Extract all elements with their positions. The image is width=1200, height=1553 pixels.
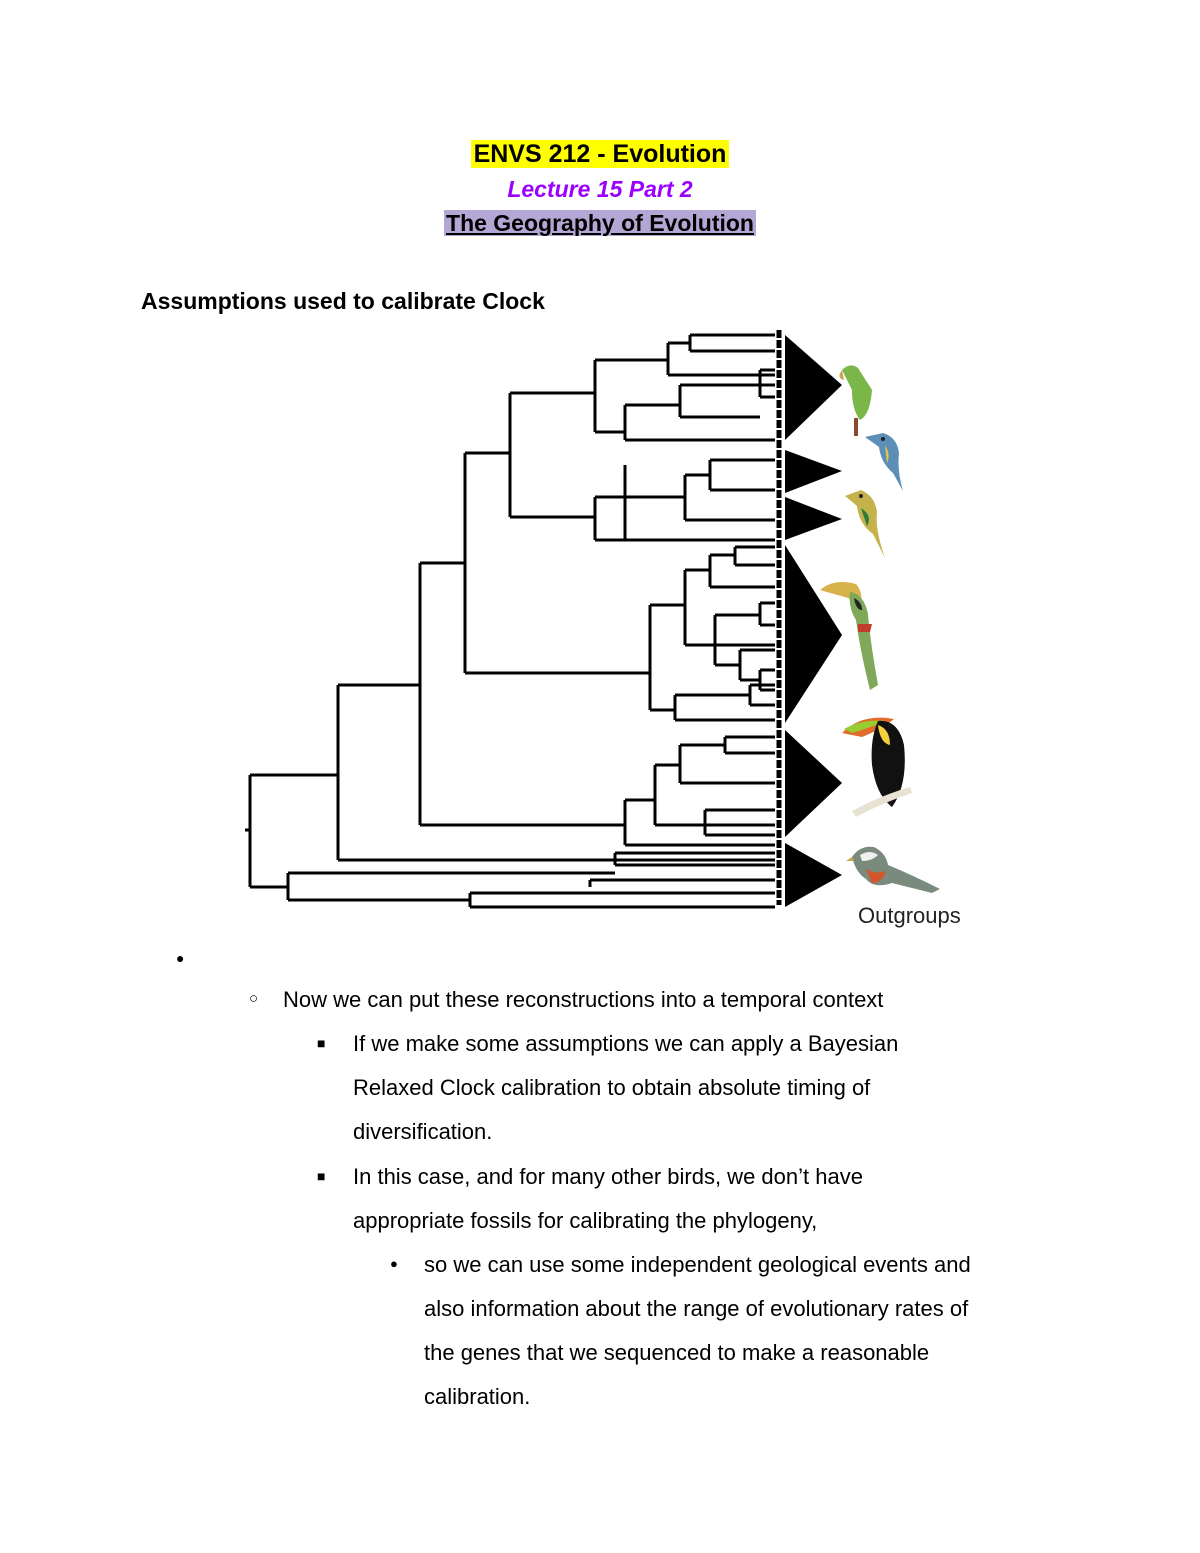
- item1-line2: Relaxed Clock calibration to obtain abso…: [353, 1075, 871, 1100]
- dot-bullet: ●: [390, 1256, 398, 1271]
- clade-triangle: [785, 843, 842, 907]
- toucan-illustration: [842, 717, 912, 817]
- lecture-subtitle: Lecture 15 Part 2: [507, 176, 693, 202]
- bullet-level2: Now we can put these reconstructions int…: [283, 987, 884, 1012]
- sub-line3: the genes that we sequenced to make a re…: [424, 1340, 930, 1365]
- aracari-blue-illustration: [865, 433, 903, 491]
- square-bullet: ■: [317, 1168, 326, 1184]
- clade-triangle: [785, 450, 842, 493]
- aracari-large-illustration: [820, 582, 878, 690]
- clade-triangle: [785, 545, 842, 723]
- outgroups-label: Outgroups: [858, 903, 961, 928]
- section-heading: Assumptions used to calibrate Clock: [141, 288, 545, 314]
- sub-line1: so we can use some independent geologica…: [424, 1252, 971, 1277]
- aracari-yellow-illustration: [845, 490, 885, 558]
- course-title: ENVS 212 - Evolution: [0, 140, 1200, 169]
- empty-bullet: ●: [176, 950, 185, 966]
- square-bullet: ■: [317, 1035, 326, 1051]
- topic-title: The Geography of Evolution: [444, 210, 756, 236]
- item2-line2: appropriate fossils for calibrating the …: [353, 1208, 818, 1233]
- sub-line4: calibration.: [424, 1384, 531, 1409]
- item1-line1: If we make some assumptions we can apply…: [353, 1031, 899, 1056]
- sub-line2: also information about the range of evol…: [424, 1296, 969, 1321]
- clade-triangle: [785, 497, 842, 540]
- clade-triangle: [785, 730, 842, 837]
- clade-triangle: [785, 335, 842, 440]
- phylogeny-figure: [245, 330, 940, 909]
- item2-line1: In this case, and for many other birds, …: [353, 1164, 863, 1189]
- toucanet-green-illustration: [839, 365, 872, 436]
- barbet-outgroup-illustration: [846, 846, 940, 893]
- item1-line3: diversification.: [353, 1119, 493, 1144]
- tree-branches: [245, 333, 775, 909]
- hollow-bullet: ○: [249, 990, 259, 1007]
